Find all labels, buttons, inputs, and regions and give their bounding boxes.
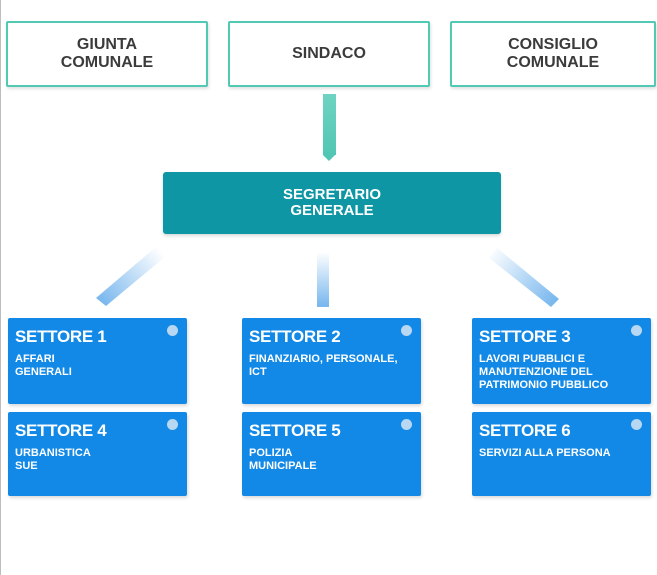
segretario-generale-box: SEGRETARIO GENERALE — [163, 172, 501, 234]
settore-6-title: SETTORE 6 — [479, 421, 571, 440]
settore-4-box: SETTORE 4 URBANISTICA SUE — [8, 412, 187, 496]
left-edge-line — [0, 0, 1, 575]
arrow-to-settore-2 — [317, 252, 329, 307]
settore-2-description: FINANZIARIO, PERSONALE, ICT — [249, 353, 398, 378]
settore-3-description: LAVORI PUBBLICI E MANUTENZIONE DEL PATRI… — [479, 353, 609, 391]
arrow-to-settore-3 — [489, 248, 559, 307]
settore-6-box: SETTORE 6 SERVIZI ALLA PERSONA — [472, 412, 651, 496]
sindaco-box: SINDACO — [228, 21, 430, 87]
settore-4-dot-icon — [167, 419, 178, 430]
consiglio-comunale-label: CONSIGLIO COMUNALE — [506, 36, 600, 71]
settore-5-dot-icon — [401, 419, 412, 430]
settore-2-box: SETTORE 2 FINANZIARIO, PERSONALE, ICT — [242, 318, 421, 404]
sindaco-label: SINDACO — [292, 45, 366, 62]
settore-3-dot-icon — [631, 325, 642, 336]
segretario-generale-label: SEGRETARIO GENERALE — [282, 186, 382, 219]
settore-5-description: POLIZIA MUNICIPALE — [249, 447, 317, 472]
settore-3-title: SETTORE 3 — [479, 327, 571, 346]
settore-3-box: SETTORE 3 LAVORI PUBBLICI E MANUTENZIONE… — [472, 318, 651, 404]
settore-4-description: URBANISTICA SUE — [15, 447, 91, 472]
arrow-to-settore-1 — [96, 246, 166, 306]
connector-arrow-tip — [323, 155, 335, 161]
consiglio-comunale-box: CONSIGLIO COMUNALE — [450, 21, 656, 87]
settore-1-dot-icon — [167, 325, 178, 336]
giunta-comunale-box: GIUNTA COMUNALE — [6, 21, 208, 87]
settore-1-box: SETTORE 1 AFFARI GENERALI — [8, 318, 187, 404]
settore-1-description: AFFARI GENERALI — [15, 353, 72, 378]
settore-1-title: SETTORE 1 — [15, 327, 107, 346]
settore-6-description: SERVIZI ALLA PERSONA — [479, 447, 611, 459]
settore-2-dot-icon — [401, 325, 412, 336]
settore-5-title: SETTORE 5 — [249, 421, 341, 440]
settore-5-box: SETTORE 5 POLIZIA MUNICIPALE — [242, 412, 421, 496]
settore-4-title: SETTORE 4 — [15, 421, 107, 440]
sindaco-segretario-connector — [323, 94, 336, 155]
giunta-comunale-label: GIUNTA COMUNALE — [60, 36, 154, 71]
settore-2-title: SETTORE 2 — [249, 327, 341, 346]
settore-6-dot-icon — [631, 419, 642, 430]
